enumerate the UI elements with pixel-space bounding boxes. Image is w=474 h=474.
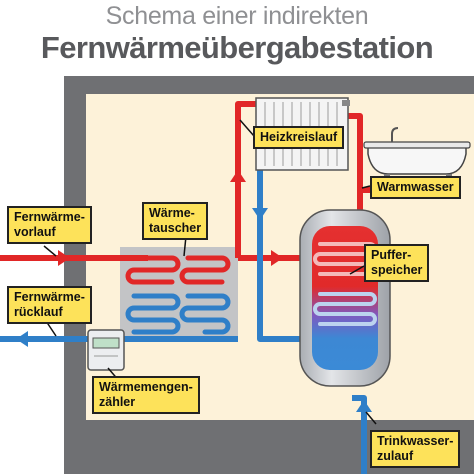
- label-heizkreislauf: Heizkreislauf: [253, 126, 345, 149]
- label-trinkwasser-zulauf: Trinkwasser- zulauf: [370, 430, 461, 468]
- label-fernwaerme-vorlauf: Fernwärme- vorlauf: [7, 206, 92, 244]
- label-waermemengenzaehler-line2: zähler: [99, 395, 136, 409]
- label-heizkreislauf-text: Heizkreislauf: [260, 130, 338, 144]
- buffer-tank: [299, 209, 391, 387]
- label-waermetauscher: Wärme- tauscher: [142, 202, 209, 240]
- label-fernwaerme-ruecklauf-line1: Fernwärme-: [14, 290, 85, 304]
- label-warmwasser-text: Warmwasser: [377, 180, 454, 194]
- label-pufferspeicher-line1: Puffer-: [371, 248, 412, 262]
- label-pufferspeicher: Puffer- speicher: [364, 244, 430, 282]
- label-warmwasser: Warmwasser: [370, 176, 461, 199]
- label-trinkwasser-zulauf-line2: zulauf: [377, 449, 414, 463]
- flow-arrow-icon: [16, 170, 372, 412]
- exchanger-coils-cold: [125, 293, 231, 335]
- label-fernwaerme-vorlauf-line1: Fernwärme-: [14, 210, 85, 224]
- label-fernwaerme-ruecklauf-line2: rücklauf: [14, 305, 63, 319]
- label-waermemengenzaehler: Wärmemengen- zähler: [92, 376, 200, 414]
- label-waermetauscher-line2: tauscher: [149, 221, 202, 235]
- label-pufferspeicher-line2: speicher: [371, 263, 423, 277]
- label-waermemengenzaehler-line1: Wärmemengen-: [99, 380, 193, 394]
- diagram-title-line1: Schema einer indirekten: [105, 2, 369, 30]
- heat-meter-icon: [87, 329, 125, 371]
- diagram-title-line2: Fernwärmeübergabestation: [40, 30, 434, 65]
- label-trinkwasser-zulauf-line1: Trinkwasser-: [377, 434, 454, 448]
- label-fernwaerme-vorlauf-line2: vorlauf: [14, 225, 56, 239]
- label-waermetauscher-line1: Wärme-: [149, 206, 195, 220]
- label-leader-lines: [43, 119, 377, 425]
- bathtub-icon: [363, 127, 471, 180]
- exchanger-coils-hot: [125, 255, 231, 285]
- label-fernwaerme-ruecklauf: Fernwärme- rücklauf: [7, 286, 92, 324]
